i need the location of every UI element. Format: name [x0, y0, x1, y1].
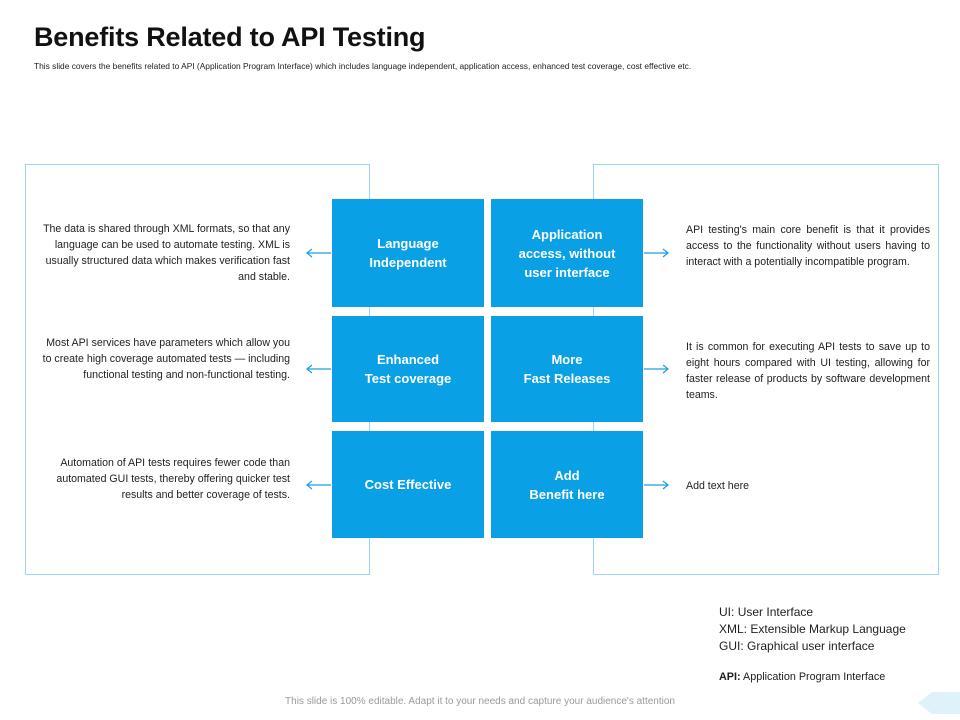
description-enhanced-coverage: Most API services have parameters which … [42, 337, 290, 381]
description-language-independent: The data is shared through XML formats, … [43, 223, 290, 283]
slide-title: Benefits Related to API Testing [34, 22, 426, 52]
glossary-api-abbr: API: [719, 671, 741, 683]
glossary-gui-abbr: GUI: [719, 639, 744, 653]
description-add-benefit: Add text here [686, 480, 750, 492]
glossary-ui-text: User Interface [737, 605, 814, 619]
arrow-left-icon [306, 480, 331, 490]
glossary-gui-text: Graphical user interface [747, 639, 875, 653]
description-fast-releases: It is common for executing API tests to … [686, 341, 930, 401]
glossary-ui-abbr: UI: [719, 605, 735, 619]
description-cost-effective: Automation of API tests requires fewer c… [56, 457, 290, 501]
tile-fast-releases: More Fast Releases [491, 316, 643, 422]
tile-application-access: Application access, without user interfa… [491, 199, 643, 307]
arrow-left-icon [306, 248, 331, 258]
arrow-right-icon [644, 364, 669, 374]
tile-language-independent: Language Independent [332, 199, 484, 307]
slide-subtitle: This slide covers the benefits related t… [34, 61, 692, 71]
glossary: UI: User Interface XML: Extensible Marku… [719, 604, 906, 655]
glossary-ui: UI: User Interface [719, 604, 906, 621]
arrow-left-icon [306, 364, 331, 374]
glossary-xml: XML: Extensible Markup Language [719, 621, 906, 638]
glossary-xml-text: Extensible Markup Language [750, 622, 906, 636]
arrow-right-icon [644, 480, 669, 490]
arrow-right-icon [644, 248, 669, 258]
description-application-access: API testing's main core benefit is that … [686, 224, 930, 268]
glossary-xml-abbr: XML: [719, 622, 748, 636]
tile-enhanced-test-coverage: Enhanced Test coverage [332, 316, 484, 422]
tile-cost-effective: Cost Effective [332, 431, 484, 538]
corner-tab [918, 692, 960, 714]
glossary-gui: GUI: Graphical user interface [719, 638, 906, 655]
tile-add-benefit: Add Benefit here [491, 431, 643, 538]
glossary-api-text: Application Program Interface [743, 671, 886, 683]
footer-note: This slide is 100% editable. Adapt it to… [285, 696, 675, 707]
glossary-api: API: Application Program Interface [719, 669, 885, 686]
